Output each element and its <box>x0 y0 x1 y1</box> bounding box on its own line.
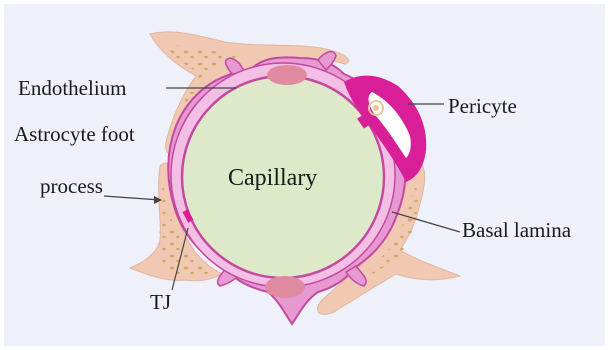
astrocyte-label-line2: process <box>40 176 103 197</box>
capillary-label: Capillary <box>228 166 317 190</box>
tj-label: TJ <box>150 292 171 313</box>
endothelium-label: Endothelium <box>18 78 127 99</box>
basal-lamina-label: Basal lamina <box>462 220 571 241</box>
endothelial-nucleus-top <box>267 65 307 85</box>
process-pointer <box>104 196 160 200</box>
pericyte-label: Pericyte <box>448 96 517 117</box>
astrocyte-label-line1: Astrocyte foot <box>14 124 135 145</box>
endothelial-nucleus-bottom <box>265 276 305 298</box>
